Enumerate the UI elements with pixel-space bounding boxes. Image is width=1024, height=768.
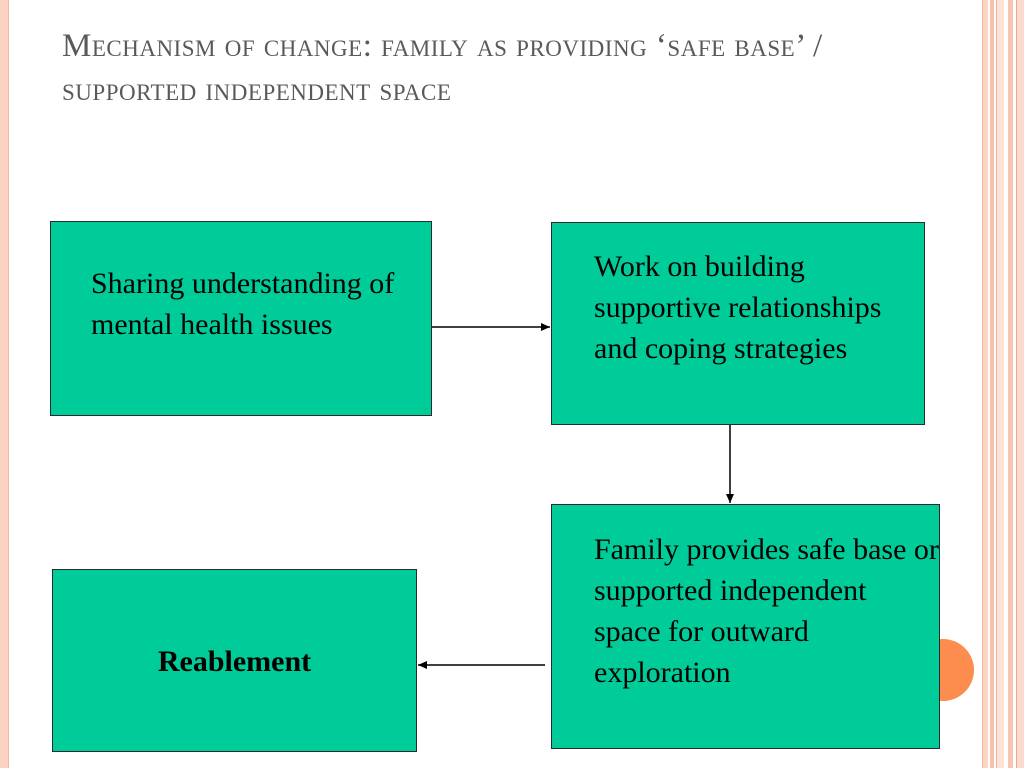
node-family-safe-base: Family provides safe base or supported i… bbox=[551, 504, 940, 749]
node-reablement: Reablement bbox=[52, 569, 417, 752]
node-sharing-understanding: Sharing understanding of mental health i… bbox=[50, 221, 432, 416]
node-label: Reablement bbox=[157, 645, 312, 678]
node-label: Work on building supportive relationship… bbox=[594, 250, 882, 365]
border-stripe bbox=[990, 0, 994, 768]
border-stripe bbox=[1016, 0, 1024, 768]
slide-title: Mechanism of change: family as providing… bbox=[62, 28, 823, 108]
border-stripe bbox=[1008, 0, 1013, 768]
border-stripe bbox=[996, 0, 1004, 768]
node-label: Sharing understanding of mental health i… bbox=[91, 267, 395, 341]
right-decorative-border bbox=[982, 0, 1024, 768]
node-label: Family provides safe base or supported i… bbox=[594, 533, 939, 689]
node-work-on-relationships: Work on building supportive relationship… bbox=[551, 222, 925, 425]
left-decorative-border bbox=[0, 0, 9, 768]
border-stripe bbox=[982, 0, 988, 768]
